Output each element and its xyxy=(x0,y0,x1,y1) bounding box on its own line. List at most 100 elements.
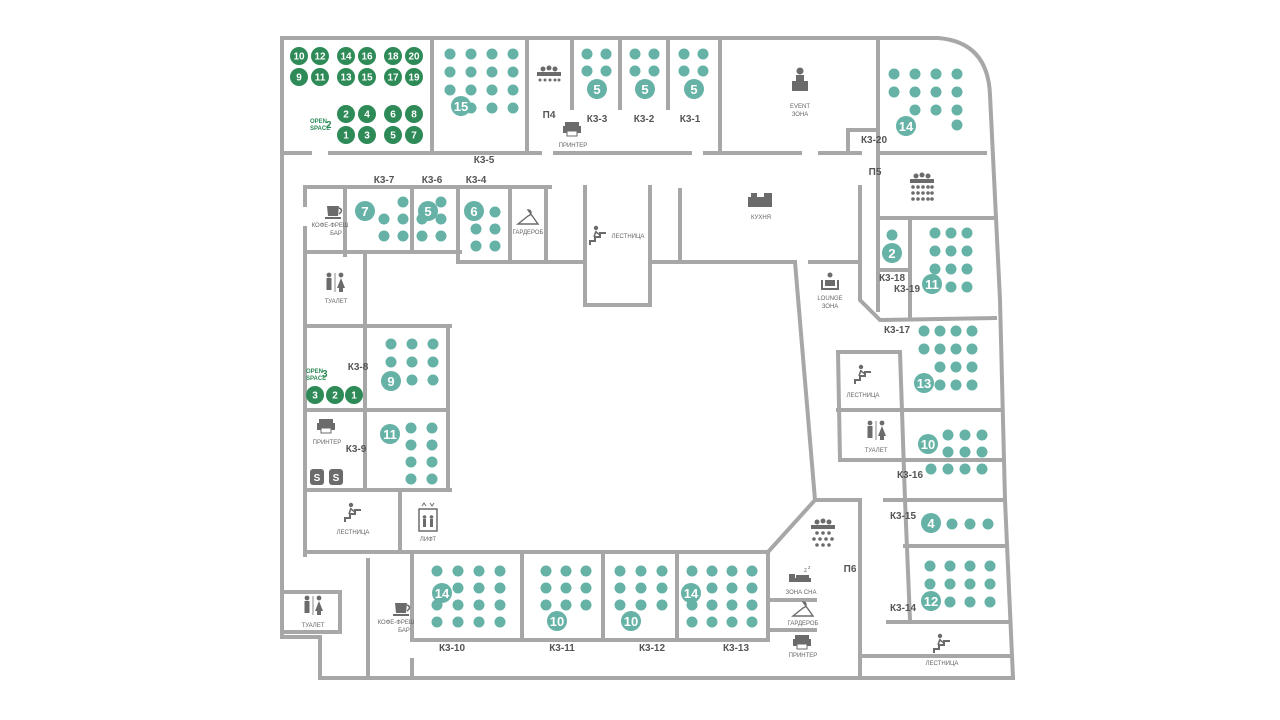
open-space-seat[interactable]: 9 xyxy=(290,68,308,86)
open-space-seat[interactable]: 6 xyxy=(384,105,402,123)
open-space-seat[interactable]: 3 xyxy=(306,386,324,404)
room-k3-6-label[interactable]: К3-6 xyxy=(422,175,443,186)
open-space-seat[interactable]: 2 xyxy=(326,386,344,404)
open-space-seat[interactable]: 14 xyxy=(337,47,355,65)
room-k3-11-capacity: 10 xyxy=(547,611,567,631)
room-k3-14-label[interactable]: К3-14 xyxy=(890,603,917,614)
room-k3-4-label[interactable]: К3-4 xyxy=(466,175,487,186)
open-space-2-number: 2 xyxy=(326,120,332,131)
desk xyxy=(726,616,738,628)
open-space-seat[interactable]: 7 xyxy=(405,126,423,144)
room-k3-1-label[interactable]: К3-1 xyxy=(680,114,701,125)
svg-text:5: 5 xyxy=(593,82,600,97)
desk xyxy=(629,65,641,77)
svg-text:z: z xyxy=(808,565,811,571)
desk xyxy=(746,565,758,577)
room-k3-13-label[interactable]: К3-13 xyxy=(723,643,750,654)
desk xyxy=(416,230,428,242)
room-k3-18-label[interactable]: К3-18 xyxy=(879,273,906,284)
speaker-icon xyxy=(792,67,808,91)
open-space-seat[interactable]: 16 xyxy=(358,47,376,65)
kitchen-icon xyxy=(748,193,772,207)
desk xyxy=(473,599,485,611)
room-k3-10-capacity: 14 xyxy=(432,583,452,603)
room-k3-7-label[interactable]: К3-7 xyxy=(374,175,395,186)
open-space-seat[interactable]: 8 xyxy=(405,105,423,123)
desk xyxy=(930,86,942,98)
open-space-seat[interactable]: 10 xyxy=(290,47,308,65)
lift-label: ЛИФТ xyxy=(420,537,436,543)
open-space-seat[interactable]: 11 xyxy=(311,68,329,86)
desk xyxy=(378,213,390,225)
meeting-p5-label[interactable]: П5 xyxy=(869,167,882,178)
event-zone-label-line2: ЗОНА xyxy=(792,112,809,118)
desk xyxy=(635,565,647,577)
desk xyxy=(405,456,417,468)
svg-text:19: 19 xyxy=(408,73,420,84)
desk xyxy=(431,565,443,577)
room-k3-15-label[interactable]: К3-15 xyxy=(890,511,917,522)
coffee-bar-label-bottom-line2: БАР xyxy=(398,628,410,634)
desk xyxy=(540,582,552,594)
open-space-seat[interactable]: 3 xyxy=(358,126,376,144)
open-space-seat[interactable]: 15 xyxy=(358,68,376,86)
room-k3-5-label[interactable]: К3-5 xyxy=(474,155,495,166)
meeting-p6-label[interactable]: П6 xyxy=(844,564,857,575)
svg-text:2: 2 xyxy=(888,246,895,261)
room-k3-11-label[interactable]: К3-11 xyxy=(549,643,575,654)
svg-text:20: 20 xyxy=(408,52,420,63)
open-space-seat[interactable]: 5 xyxy=(384,126,402,144)
room-k3-9-label[interactable]: К3-9 xyxy=(346,444,367,455)
desk xyxy=(984,560,996,572)
desk xyxy=(697,48,709,60)
room-k3-2-label[interactable]: К3-2 xyxy=(634,114,655,125)
open-space-seat[interactable]: 12 xyxy=(311,47,329,65)
desk xyxy=(560,565,572,577)
svg-text:14: 14 xyxy=(684,586,699,601)
meeting-p4-label[interactable]: П4 xyxy=(543,110,556,121)
svg-text:18: 18 xyxy=(387,52,399,63)
desk xyxy=(560,599,572,611)
room-k3-3-label[interactable]: К3-3 xyxy=(587,114,608,125)
desk xyxy=(706,616,718,628)
desk xyxy=(470,240,482,252)
open-space-seat[interactable]: 19 xyxy=(405,68,423,86)
desk xyxy=(964,578,976,590)
open-space-seat[interactable]: 13 xyxy=(337,68,355,86)
room-k3-10-label[interactable]: К3-10 xyxy=(439,643,466,654)
room-k3-12-label[interactable]: К3-12 xyxy=(639,643,666,654)
open-space-seat[interactable]: 4 xyxy=(358,105,376,123)
desk-dots xyxy=(378,48,996,628)
desk xyxy=(946,518,958,530)
desk xyxy=(397,196,409,208)
desk xyxy=(452,616,464,628)
desk xyxy=(964,596,976,608)
open-space-seat[interactable]: 17 xyxy=(384,68,402,86)
svg-text:12: 12 xyxy=(924,594,938,609)
svg-text:10: 10 xyxy=(921,437,935,452)
open-space-seat[interactable]: 2 xyxy=(337,105,355,123)
open-space-2-label-line1: OPEN xyxy=(310,119,327,125)
room-k3-16-label[interactable]: К3-16 xyxy=(897,470,924,481)
event-zone-label-line1: EVENT xyxy=(790,104,810,110)
room-k3-8-label[interactable]: К3-8 xyxy=(348,362,369,373)
desk xyxy=(435,196,447,208)
open-space-seat[interactable]: 1 xyxy=(337,126,355,144)
room-k3-20-label[interactable]: К3-20 xyxy=(861,135,888,146)
desk xyxy=(929,263,941,275)
capacity-badges: 5 5 5 15 7 5 6 9 11 14 10 10 14 12 4 10 … xyxy=(355,79,942,631)
open-space-seat[interactable]: 18 xyxy=(384,47,402,65)
room-k3-19-label[interactable]: К3-19 xyxy=(894,284,921,295)
open-space-seat[interactable]: 1 xyxy=(345,386,363,404)
open-space-seat[interactable]: 20 xyxy=(405,47,423,65)
desk xyxy=(951,104,963,116)
desk xyxy=(614,582,626,594)
desk xyxy=(934,343,946,355)
svg-text:17: 17 xyxy=(387,73,399,84)
desk xyxy=(951,86,963,98)
room-k3-17-label[interactable]: К3-17 xyxy=(884,325,911,336)
svg-text:5: 5 xyxy=(690,82,697,97)
